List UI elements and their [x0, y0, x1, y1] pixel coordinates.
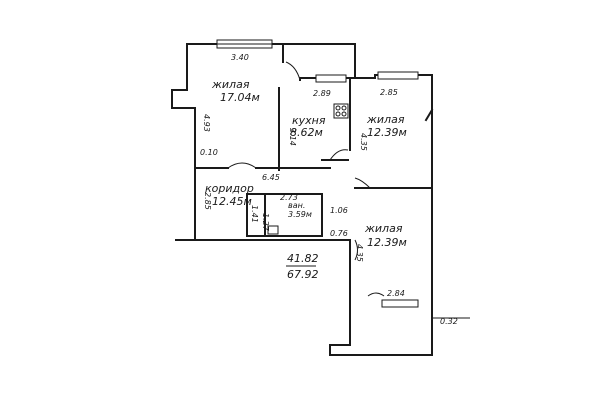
dim-kitchen-depth: 3.14: [288, 128, 297, 146]
living-1-name: жилая: [211, 78, 250, 91]
dim-bath-273: 2.73: [280, 193, 298, 202]
living-2-area: 12.39м: [367, 126, 407, 139]
kitchen-area: 8.62м: [290, 126, 323, 139]
door-kitchen-window: [285, 61, 301, 81]
door-kitchen: [329, 149, 349, 161]
right-wall-tick: [424, 108, 434, 122]
door-balcony: [367, 292, 385, 297]
dim-side-living-1: 4.93: [202, 114, 211, 132]
bathroom-walls: [246, 193, 323, 237]
living-2-name: жилая: [366, 113, 405, 126]
total-living-area: 41.82: [287, 252, 319, 265]
doors: [227, 61, 385, 297]
dim-bottom-living-3: 2.84: [387, 289, 405, 298]
door-living2: [354, 177, 371, 189]
dim-bath-106: 1.06: [330, 206, 348, 215]
dim-top-living-2: 2.85: [380, 88, 398, 97]
dim-bath-127: 1.27: [261, 213, 270, 232]
dim-corridor-side: 2.85: [203, 192, 212, 210]
corridor-name: коридор: [205, 182, 254, 195]
top-notch: [349, 43, 356, 79]
walls: [171, 39, 470, 356]
door-corridor-living1: [227, 162, 257, 169]
living-1-area: 17.04м: [220, 91, 260, 104]
corridor-area: 12.45м: [212, 195, 252, 208]
window-kitchen: [315, 74, 347, 83]
door-living3: [354, 239, 358, 261]
totals: 41.82 67.92: [286, 252, 319, 281]
window-living-3: [381, 299, 419, 308]
dim-010: 0.10: [200, 148, 218, 157]
dim-corridor-length: 6.45: [262, 173, 280, 182]
left-balcony-wall: [171, 43, 196, 109]
dim-kitchen-width: 2.89: [313, 89, 331, 98]
bathroom-name: ван.: [288, 201, 305, 210]
dim-top-living-1: 3.40: [231, 53, 249, 62]
dim-bath-141: 1.41: [250, 205, 259, 223]
stove-icon: [333, 103, 349, 119]
dim-side-living-2: 4.35: [359, 133, 368, 151]
dim-bath-076: 0.76: [330, 229, 348, 238]
bottom-balcony: [329, 344, 433, 356]
dim-balcony: 0.32: [440, 317, 458, 326]
living-3-name: жилая: [364, 222, 403, 235]
living-3-area: 12.39м: [367, 236, 407, 249]
dim-side-living-3: 4.35: [355, 244, 364, 262]
kitchen-name: кухня: [292, 114, 326, 127]
room-labels: жилая 17.04м кухня 8.62м жилая 12.39м ко…: [205, 78, 407, 249]
dimension-labels: 3.40 4.93 2.89 3.14 2.85 4.35 0.10 6.45 …: [200, 53, 458, 326]
total-area: 67.92: [287, 268, 319, 281]
window-living-2: [377, 71, 419, 80]
toilet: [267, 225, 279, 235]
bathroom-area: 3.59м: [288, 210, 312, 219]
